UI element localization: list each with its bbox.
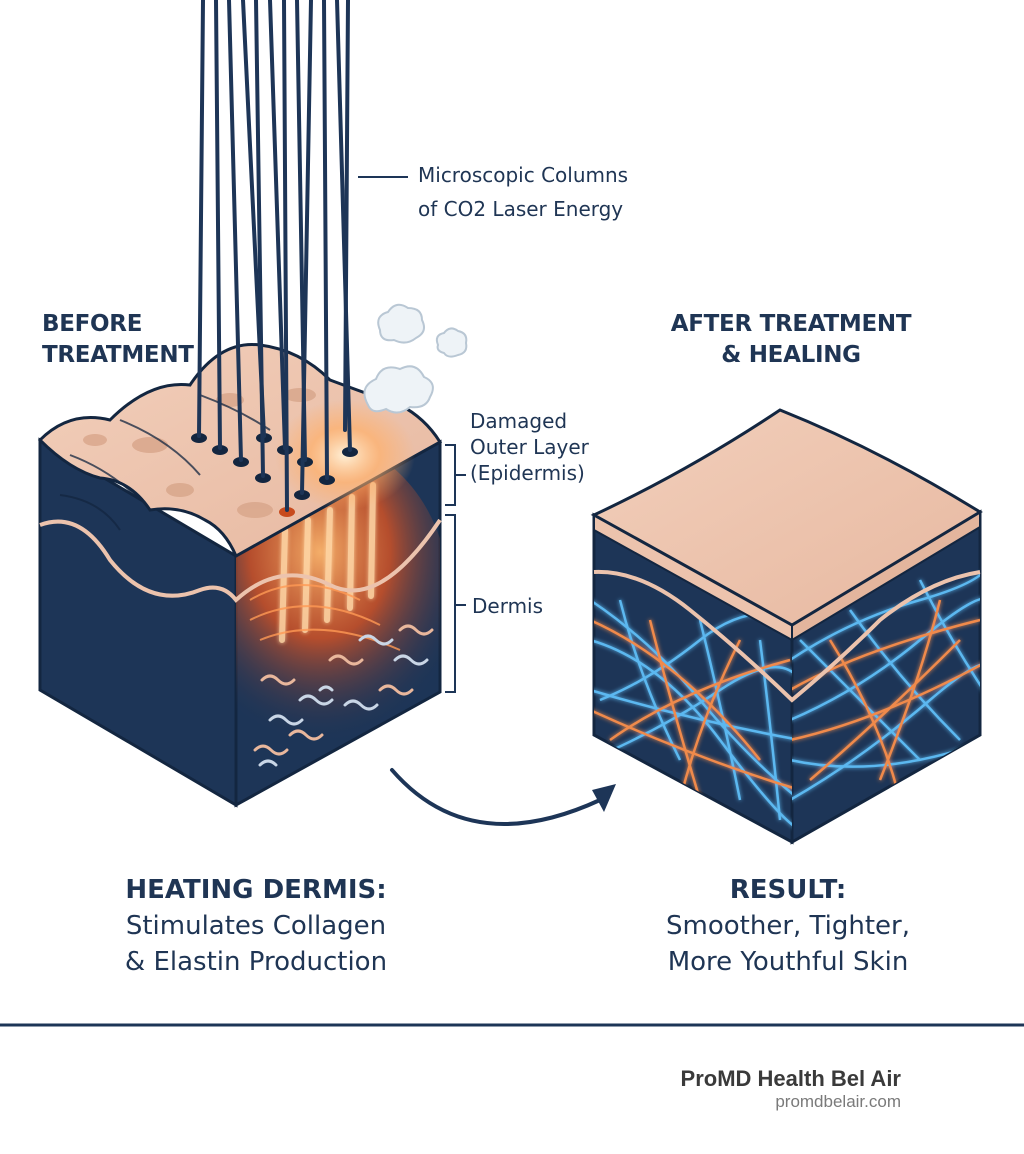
before-layer-line bbox=[39, 518, 442, 603]
right-caption-line2: More Youthful Skin bbox=[667, 947, 909, 977]
collagen-network-front bbox=[594, 598, 792, 832]
footer-brand-name: ProMD Health Bel Air bbox=[680, 1066, 901, 1091]
right-caption: RESULT: Smoother, Tighter, More Youthful… bbox=[630, 872, 946, 980]
before-heading-line1: BEFORE bbox=[42, 311, 143, 337]
left-caption-line2: & Elastin Production bbox=[124, 947, 388, 977]
epidermis-label-line1: Damaged bbox=[470, 409, 568, 433]
after-skin-block bbox=[590, 408, 983, 845]
before-skin-block bbox=[37, 303, 468, 808]
before-heading: BEFORE TREATMENT bbox=[42, 309, 194, 371]
left-caption-line1: Stimulates Collagen bbox=[125, 911, 387, 941]
dermis-label: Dermis bbox=[472, 594, 544, 618]
epidermis-label: Damaged Outer Layer (Epidermis) bbox=[470, 408, 589, 486]
after-heading-line2: & HEALING bbox=[721, 342, 861, 368]
laser-label-line2: of CO2 Laser Energy bbox=[418, 197, 624, 221]
before-to-after-arrow bbox=[390, 768, 616, 826]
left-caption-title: HEATING DERMIS: bbox=[125, 875, 387, 905]
footer-url: promdbelair.com bbox=[775, 1092, 901, 1111]
laser-label-line1: Microscopic Columns bbox=[418, 163, 629, 187]
epidermis-label-line2: Outer Layer bbox=[470, 435, 589, 459]
after-layer-line bbox=[593, 569, 981, 703]
right-caption-line1: Smoother, Tighter, bbox=[666, 911, 910, 941]
left-caption: HEATING DERMIS: Stimulates Collagen & El… bbox=[96, 872, 416, 980]
before-heading-line2: TREATMENT bbox=[42, 342, 194, 368]
layer-brackets bbox=[445, 444, 466, 693]
laser-columns bbox=[197, 0, 352, 512]
epidermis-label-line3: (Epidermis) bbox=[470, 461, 585, 485]
footer-branding: ProMD Health Bel Air promdbelair.com bbox=[600, 1066, 901, 1112]
vapor-puffs bbox=[363, 303, 468, 414]
collagen-network-side bbox=[792, 559, 980, 802]
damaged-collagen-fragments bbox=[253, 624, 434, 767]
after-epidermis-top bbox=[590, 408, 983, 627]
after-heading: AFTER TREATMENT & HEALING bbox=[660, 309, 922, 371]
right-caption-title: RESULT: bbox=[729, 875, 847, 905]
after-heading-line1: AFTER TREATMENT bbox=[670, 311, 912, 337]
laser-label: Microscopic Columns of CO2 Laser Energy bbox=[418, 162, 628, 222]
